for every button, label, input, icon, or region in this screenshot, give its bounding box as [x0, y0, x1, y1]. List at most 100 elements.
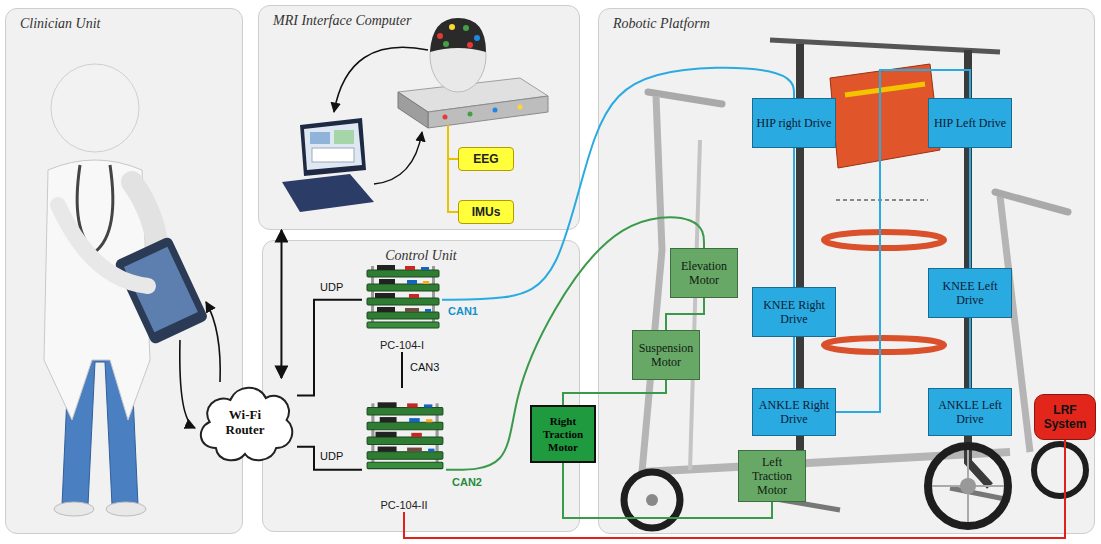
motor-box: Suspension Motor — [632, 330, 700, 380]
bus-label: CAN1 — [446, 305, 480, 318]
harness-strap — [845, 84, 925, 95]
pc104-stack-icon — [367, 265, 439, 328]
box-label: HIP right Drive — [757, 116, 832, 130]
walker-frame — [1000, 196, 1030, 452]
cable-connector — [793, 337, 795, 388]
box-label: Elevation Motor — [674, 259, 734, 287]
device-label: PC-104-II — [380, 499, 427, 512]
wheel-spokes — [932, 450, 1004, 522]
joint-drive-box: ANKLE Right Drive — [752, 388, 836, 436]
shank-strap — [824, 338, 944, 352]
box-label: HIP Left Drive — [934, 116, 1006, 130]
box-label: ANKLE Right Drive — [756, 398, 832, 426]
tablet-icon — [114, 236, 209, 346]
amplifier-front — [428, 96, 548, 128]
cable-connector — [448, 159, 458, 212]
motor-box: Elevation Motor — [670, 248, 738, 298]
router-cloud: Wi-Fi Router — [193, 378, 297, 466]
laptop-window — [334, 130, 354, 144]
foot-plate — [950, 488, 1010, 500]
bus-label: UDP — [318, 450, 345, 463]
cloud-shape — [201, 388, 292, 461]
electrode — [443, 41, 449, 47]
thigh-strap — [824, 232, 944, 248]
wheel — [928, 446, 1008, 526]
data-arrow — [374, 132, 422, 184]
cable-connector — [401, 352, 403, 388]
joint-drive-box: HIP right Drive — [752, 98, 836, 148]
amplifier-socket — [493, 108, 498, 113]
wheel-hub — [646, 494, 658, 506]
bus-label: CAN2 — [450, 476, 484, 489]
signal-box: EEG — [458, 147, 514, 171]
joint-drive-box: ANKLE Left Drive — [928, 388, 1012, 436]
device-label: PC-104-I — [380, 339, 424, 352]
sensor-box: LRF System — [1034, 394, 1096, 440]
laptop-window — [312, 148, 354, 162]
cable-connector — [442, 68, 794, 300]
electrode — [449, 24, 455, 30]
box-label: Right Traction Motor — [535, 415, 591, 454]
laptop-screen — [300, 118, 366, 176]
unit-panel: Control UnitPC-104-I PC-104-II — [262, 240, 580, 532]
walker-frame — [995, 192, 1068, 212]
pc104-stack-icon — [367, 402, 443, 468]
eeg-cap-head — [430, 18, 486, 92]
walker-frame — [690, 140, 700, 470]
pc104-stack: PC-104-II — [362, 388, 446, 512]
cable-connector — [969, 318, 971, 388]
sensor-cable — [447, 125, 449, 158]
box-label: ANKLE Left Drive — [932, 398, 1008, 426]
panel-title: Clinician Unit — [6, 9, 242, 32]
doctor-head — [51, 64, 139, 152]
cable-connector — [563, 380, 666, 405]
cable-connector — [666, 298, 704, 330]
panel-title: MRI Interface Computer — [259, 6, 579, 29]
cable-connector — [793, 148, 795, 287]
joint-drive-box: KNEE Right Drive — [752, 287, 836, 337]
amplifier-side — [398, 92, 428, 128]
robot-illustration — [624, 40, 1086, 528]
box-label: Suspension Motor — [636, 341, 696, 369]
cable-connector — [404, 440, 1065, 538]
wheel-hub — [960, 478, 976, 494]
joint-drive-box: HIP Left Drive — [928, 98, 1012, 148]
harness — [830, 64, 940, 168]
doctor-shoe — [54, 502, 94, 516]
electrode — [474, 35, 480, 41]
laptop-window — [310, 132, 330, 144]
box-label: IMUs — [472, 205, 501, 219]
wireless-arrow — [180, 340, 195, 428]
amplifier-socket — [518, 105, 523, 110]
exoskeleton-leg — [782, 44, 800, 492]
walker-frame — [642, 452, 1010, 472]
connector-group — [281, 68, 1065, 538]
pc104-stack: PC-104-I — [362, 262, 442, 352]
bus-label: CAN3 — [408, 361, 441, 374]
laptop-icon — [282, 118, 374, 212]
joint-drive-box: KNEE Left Drive — [928, 268, 1012, 318]
data-arrow — [334, 47, 428, 112]
exoskeleton-leg — [968, 50, 990, 486]
cable-connector — [280, 230, 282, 378]
box-label: Left Traction Motor — [742, 455, 802, 497]
electrode — [437, 33, 443, 39]
signal-box: IMUs — [458, 200, 514, 224]
doctor-figure — [44, 64, 209, 516]
cable-connector — [563, 463, 772, 518]
electrode — [463, 25, 469, 31]
doctor-hand — [58, 205, 148, 286]
foot-plate — [770, 498, 840, 510]
box-label: EEG — [473, 152, 498, 166]
chain — [836, 199, 928, 201]
bus-label: UDP — [318, 281, 345, 294]
cable-connector — [297, 300, 362, 396]
cable-connector — [969, 148, 971, 268]
amplifier-socket — [443, 115, 448, 120]
wheel — [1034, 444, 1086, 496]
tablet-body — [114, 236, 209, 346]
amplifier-socket — [468, 112, 473, 117]
cable-connector — [836, 70, 970, 412]
panel-title: Control Unit — [263, 241, 579, 264]
